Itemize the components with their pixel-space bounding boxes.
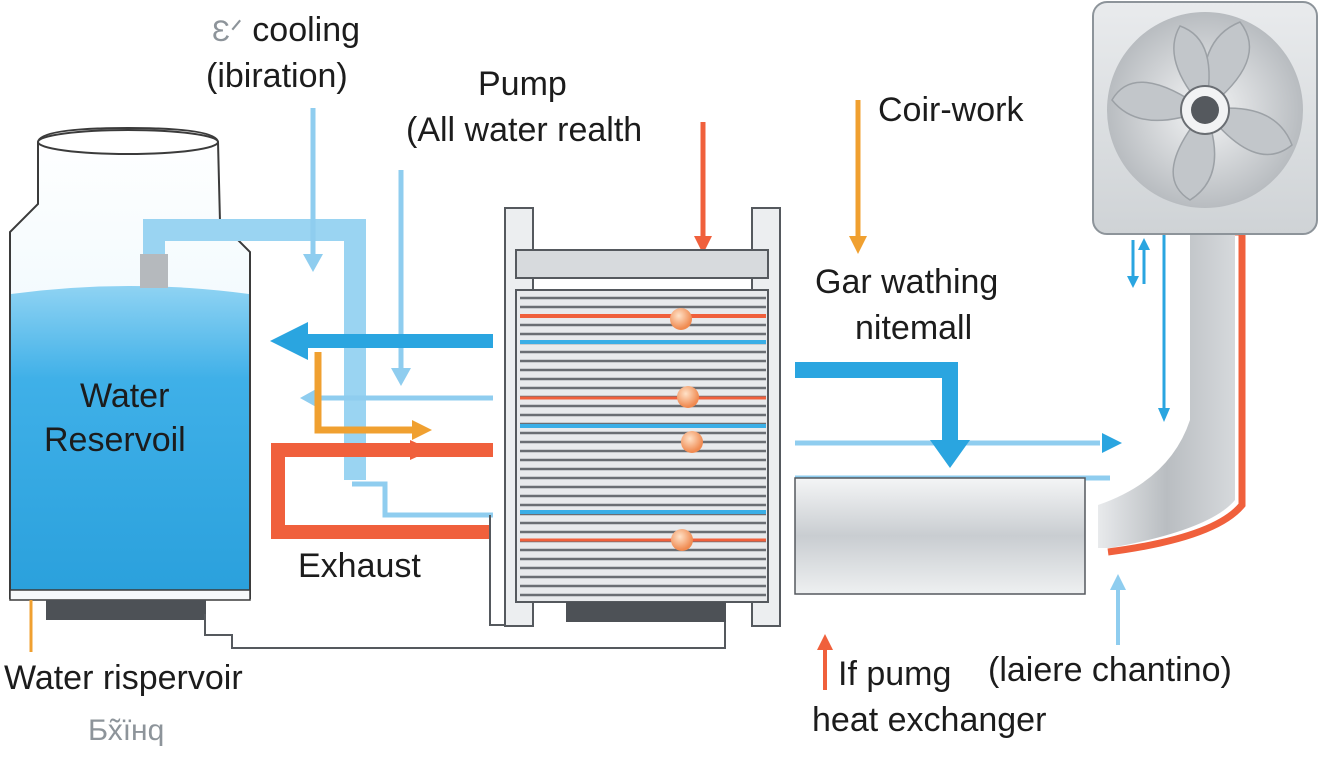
reservoir-title: Water	[80, 377, 170, 415]
water-tank-icon	[9, 126, 251, 620]
cooling-label: Ɛᐟ cooling	[212, 11, 361, 49]
if-pumg-label: If pumg	[838, 655, 952, 693]
coolant-pipes	[143, 219, 366, 480]
nitemall-label: nitemall	[855, 309, 973, 347]
exhaust-label: Exhaust	[298, 547, 421, 585]
duct	[794, 228, 1246, 595]
fan-icon	[1092, 1, 1318, 235]
laiere-label: (laiere chantino)	[988, 651, 1232, 689]
pump-title: Pump	[478, 65, 567, 103]
flow-arrows	[29, 100, 1170, 690]
heat-exchanger-icon	[504, 207, 781, 627]
gar-wathing-label: Gar wathing	[815, 263, 999, 301]
cooling-sub-label: (ibiration)	[206, 57, 348, 95]
reservoir-subtitle: Reservoil	[44, 421, 186, 459]
coir-work-label: Coir-work	[878, 91, 1024, 129]
water-rispervoir-label: Water rispervoir	[4, 659, 243, 697]
cooling-glyph: Ɛᐟ	[212, 15, 243, 48]
pump-subtitle: (All water realth	[406, 111, 643, 149]
heat-exchanger-label: heat exchanger	[812, 701, 1047, 739]
cooling-text: cooling	[252, 11, 361, 49]
bottom-glyph-label: Ƃx̃ïнq	[88, 714, 165, 747]
